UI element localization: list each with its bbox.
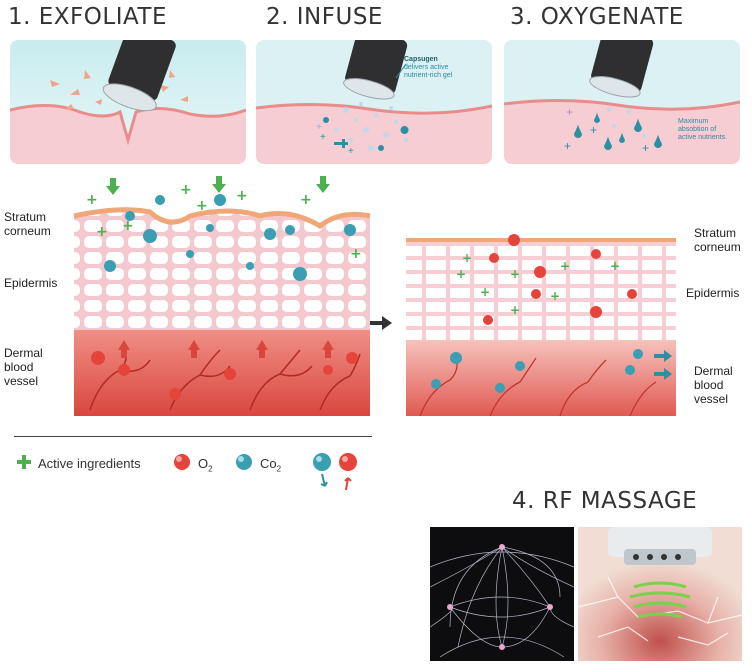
legend-o2-label: O2 [198, 456, 213, 474]
svg-text:+: + [564, 139, 571, 153]
oxygenate-callout: Maximum absobtion of active nutrients. [678, 118, 728, 141]
svg-text:+: + [560, 259, 570, 273]
skin-diagram-before: ++++ ++++ [73, 176, 371, 416]
step-2-title: 2. INFUSE [266, 4, 383, 30]
svg-text:+: + [510, 267, 520, 281]
legend-active-label: Active ingredients [38, 456, 141, 471]
right-label-epidermis: Epidermis [686, 286, 740, 300]
plus-icon [17, 455, 31, 469]
svg-text:+: + [610, 259, 620, 273]
infuse-illustration: +++ [256, 40, 492, 164]
exfoliate-panel [10, 40, 246, 164]
svg-text:+: + [96, 224, 108, 240]
svg-text:+: + [320, 132, 326, 143]
svg-text:+: + [236, 188, 248, 204]
svg-text:+: + [456, 267, 466, 281]
rf-device-skin-image [578, 527, 742, 661]
legend-co2-label: Co2 [260, 456, 282, 474]
svg-text:+: + [180, 182, 192, 198]
arrow-right-icon [370, 316, 392, 330]
svg-text:+: + [566, 105, 573, 119]
svg-text:+: + [300, 192, 312, 208]
legend-divider [14, 436, 372, 437]
infuse-panel: +++ Capsugen delivers active nutrient-ri… [256, 40, 492, 164]
svg-text:+: + [462, 251, 472, 265]
svg-text:+: + [350, 246, 362, 262]
svg-text:+: + [480, 285, 490, 299]
gas-exchange-icon [313, 453, 357, 491]
o2-molecule-icon [174, 454, 190, 470]
svg-text:+: + [316, 122, 322, 133]
svg-text:+: + [122, 218, 134, 234]
svg-text:+: + [86, 192, 98, 208]
left-label-epidermis: Epidermis [4, 276, 58, 290]
svg-text:+: + [196, 198, 208, 214]
svg-text:+: + [348, 146, 354, 157]
step-1-title: 1. EXFOLIATE [8, 4, 168, 30]
infuse-callout: Capsugen delivers active nutrient-rich g… [404, 56, 453, 79]
oxygenate-illustration: + + + + [504, 40, 740, 164]
step-4-title: 4. RF MASSAGE [512, 488, 698, 514]
svg-text:+: + [590, 123, 597, 137]
svg-text:+: + [550, 289, 560, 303]
rf-field-image [430, 527, 574, 661]
co2-molecule-icon [236, 454, 252, 470]
svg-text:+: + [510, 303, 520, 317]
svg-text:+: + [642, 141, 649, 155]
step-3-title: 3. OXYGENATE [510, 4, 684, 30]
oxygenate-panel: + + + + Maximum absobtion of active nutrien… [504, 40, 740, 164]
exfoliate-illustration [10, 40, 246, 164]
skin-diagram-after: + + + + + + + + [406, 234, 676, 417]
